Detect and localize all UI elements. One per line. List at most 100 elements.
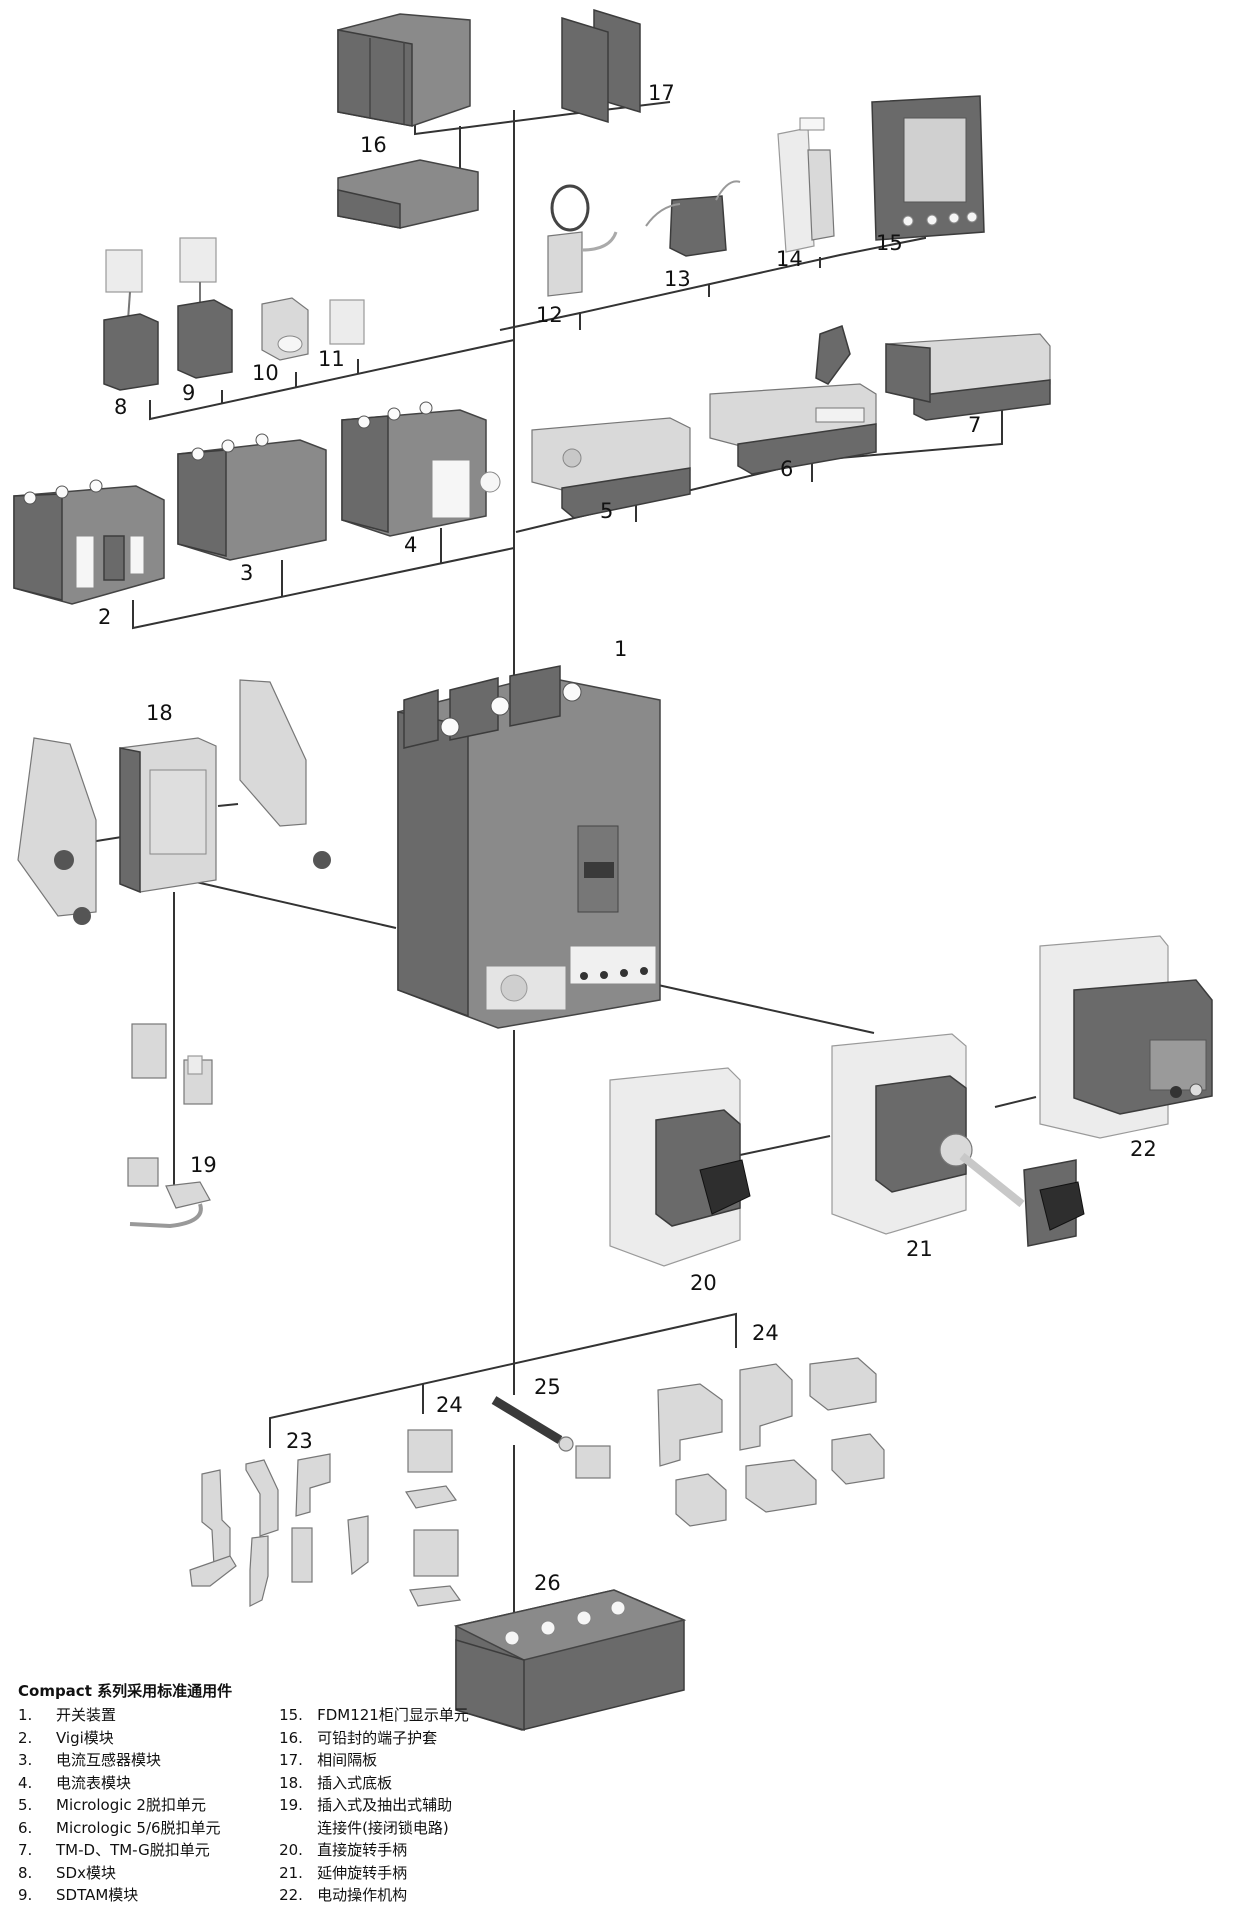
callout-24b: 24 xyxy=(752,1321,779,1345)
callout-2: 2 xyxy=(98,605,111,629)
legend-item-text: 延伸旋转手柄 xyxy=(317,1863,408,1882)
legend-item-number: 16. xyxy=(279,1728,303,1747)
legend-item-text: Micrologic 5/6脱扣单元 xyxy=(56,1818,221,1837)
callout-20: 20 xyxy=(690,1271,717,1295)
legend-item-number: 3. xyxy=(18,1751,33,1769)
legend-item-text: 相间隔板 xyxy=(317,1751,378,1769)
legend-item: 6. Micrologic 5/6脱扣单元 xyxy=(18,1817,277,1840)
part-21-extended-rotary-handle xyxy=(831,1033,1085,1247)
legend-item: 15.FDM121柜门显示单元 xyxy=(279,1704,578,1727)
part-4-ammeter-module xyxy=(341,401,501,537)
leader-21-22 xyxy=(994,1096,1037,1108)
part-1-circuit-breaker xyxy=(397,665,661,1029)
part-19-aux-connectors xyxy=(127,1023,213,1229)
legend-item-text: 开关装置 xyxy=(56,1706,117,1724)
legend-item: 3. 电流互感器模块 xyxy=(18,1749,277,1772)
legend-item-text: TM-D、TM-G脱扣单元 xyxy=(56,1841,210,1859)
callout-10: 10 xyxy=(252,361,279,385)
callout-5: 5 xyxy=(600,499,613,523)
legend-item-text: 连接件(接闭锁电路) xyxy=(317,1818,449,1837)
legend-item-number: 2. xyxy=(18,1728,33,1747)
callout-6: 6 xyxy=(780,457,793,481)
legend-item-number: 17. xyxy=(279,1751,303,1769)
legend-item-text: 插入式及抽出式辅助 xyxy=(317,1796,453,1814)
leader-8-11 xyxy=(149,339,515,421)
callout-7: 7 xyxy=(968,413,981,437)
legend-item-number: 8. xyxy=(18,1863,33,1882)
leader-18-right xyxy=(217,803,239,807)
legend-item-text: Micrologic 2脱扣单元 xyxy=(56,1796,206,1814)
part-22-motor-mechanism xyxy=(1039,935,1213,1139)
legend-item-number: 6. xyxy=(18,1818,33,1837)
legend-item-number: 7. xyxy=(18,1841,33,1859)
part-25-extension-rod xyxy=(491,1396,611,1479)
callout-17: 17 xyxy=(648,81,675,105)
legend-item: 21.延伸旋转手柄 xyxy=(279,1862,578,1885)
part-11-auxiliary-contact xyxy=(329,299,365,345)
legend-item-text: 直接旋转手柄 xyxy=(317,1841,408,1859)
callout-16: 16 xyxy=(360,133,387,157)
legend-item: 连接件(接闭锁电路) xyxy=(279,1817,578,1840)
part-8-sdx-module xyxy=(103,249,159,391)
part-2-vigi-module xyxy=(13,479,165,605)
legend-item-number: 9. xyxy=(18,1886,33,1904)
part-6-micrologic-5-6 xyxy=(709,325,877,475)
part-15-display-unit xyxy=(871,95,985,241)
legend-item: 5. Micrologic 2脱扣单元 xyxy=(18,1794,277,1817)
legend-item-text: Vigi模块 xyxy=(56,1728,114,1747)
leader-18-to-1 xyxy=(195,881,397,929)
part-12-communication-module xyxy=(547,184,618,297)
legend-item-text: 可铅封的端子护套 xyxy=(317,1728,438,1747)
callout-26: 26 xyxy=(534,1571,561,1595)
legend-item-number: 19. xyxy=(279,1796,303,1814)
legend-item-text: 电流表模块 xyxy=(56,1773,132,1792)
legend-column-right: 15.FDM121柜门显示单元 16.可铅封的端子护套 17.相间隔板 18.插… xyxy=(279,1704,578,1907)
legend-item-text: 电动操作机构 xyxy=(317,1886,408,1904)
leader-20-21 xyxy=(739,1135,831,1156)
legend-item-number: 15. xyxy=(279,1706,303,1724)
part-14-din-module xyxy=(777,117,835,253)
legend-item-number xyxy=(279,1817,317,1840)
legend-item-number: 18. xyxy=(279,1773,303,1792)
callout-21: 21 xyxy=(906,1237,933,1261)
callout-13: 13 xyxy=(664,267,691,291)
leader-12-left xyxy=(499,312,581,331)
part-10-module xyxy=(261,297,309,361)
leader-2-4 xyxy=(132,547,515,630)
legend-item: 20.直接旋转手柄 xyxy=(279,1839,578,1862)
callout-9: 9 xyxy=(182,381,195,405)
callout-18: 18 xyxy=(146,701,173,725)
leader-1-21 xyxy=(657,984,875,1034)
part-7-tm-d-tm-g xyxy=(885,333,1051,421)
legend-item-number: 4. xyxy=(18,1773,33,1792)
legend-item: 2. Vigi模块 xyxy=(18,1727,277,1750)
legend-item: 4. 电流表模块 xyxy=(18,1772,277,1795)
part-9-sdtam-module xyxy=(177,237,233,379)
leader-lines xyxy=(83,101,1037,1625)
legend-columns: 1.开关装置 2. Vigi模块 3. 电流互感器模块 4. 电流表模块 5. Micr… xyxy=(18,1704,578,1907)
legend-item-text: SDTAM模块 xyxy=(56,1886,139,1904)
legend-column-left: 1.开关装置 2. Vigi模块 3. 电流互感器模块 4. 电流表模块 5. Micr… xyxy=(18,1704,277,1907)
legend-item: 8. SDx模块 xyxy=(18,1862,277,1885)
part-5-micrologic-2 xyxy=(531,417,691,519)
legend-item: 17. 相间隔板 xyxy=(279,1749,578,1772)
legend-item: 18.插入式底板 xyxy=(279,1772,578,1795)
callout-4: 4 xyxy=(404,533,417,557)
legend-item: 1.开关装置 xyxy=(18,1704,277,1727)
callout-labels: 1 2 3 4 5 6 7 8 9 10 11 12 13 14 15 16 1… xyxy=(98,81,1157,1595)
callout-3: 3 xyxy=(240,561,253,585)
part-16-terminal-shields xyxy=(337,13,479,229)
legend-item-text: SDx模块 xyxy=(56,1863,116,1882)
legend-item-number: 5. xyxy=(18,1796,33,1814)
callout-24a: 24 xyxy=(436,1393,463,1417)
part-23-connection-plates xyxy=(189,1453,369,1607)
part-26-terminal-shield xyxy=(453,1589,687,1732)
callout-11: 11 xyxy=(318,347,345,371)
legend-item-text: 电流互感器模块 xyxy=(56,1751,162,1769)
legend-item: 16. 可铅封的端子护套 xyxy=(279,1727,578,1750)
callout-22: 22 xyxy=(1130,1137,1157,1161)
callout-19: 19 xyxy=(190,1153,217,1177)
callout-23: 23 xyxy=(286,1429,313,1453)
legend-item: 9. SDTAM模块 xyxy=(18,1884,277,1907)
